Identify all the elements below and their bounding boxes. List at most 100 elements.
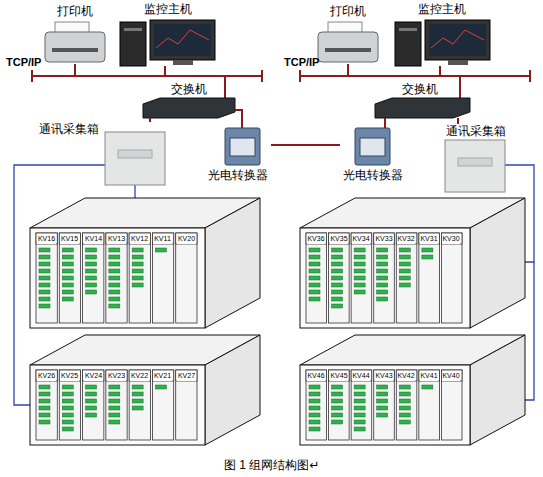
panel-header [396, 233, 417, 244]
cabinet-front [30, 228, 205, 328]
indicator-light [62, 269, 73, 273]
panel-column [152, 370, 173, 440]
indicator-light [377, 276, 388, 280]
indicator-light [309, 262, 320, 266]
free-label: KV43 [375, 371, 393, 381]
panel-column [129, 370, 150, 440]
device-node: 交换机 [370, 82, 470, 118]
indicator-light [377, 385, 388, 389]
indicator-light [109, 406, 120, 410]
indicator-light [332, 276, 343, 280]
monitor-stand [448, 60, 468, 65]
device-label: 打印机 [329, 4, 367, 18]
indicator-light [309, 385, 320, 389]
panel-header [419, 233, 440, 244]
free-label: KV12 [130, 234, 149, 244]
indicator-light [332, 399, 343, 403]
monitor-stand [173, 60, 193, 65]
monitor [150, 20, 215, 60]
panel-header [329, 370, 350, 381]
indicator-light [399, 392, 410, 396]
indicator-light [332, 297, 343, 301]
indicator-light [132, 392, 143, 396]
switch-icon [143, 98, 235, 118]
indicator-light [62, 413, 73, 417]
indicator-light [354, 385, 365, 389]
panel-column [306, 233, 327, 323]
panel-column [83, 370, 104, 440]
device-label: 通讯采集箱 [38, 122, 100, 136]
indicator-light [39, 248, 50, 252]
free-label: KV34 [352, 234, 370, 244]
panel-header [419, 370, 440, 381]
indicator-light [377, 262, 388, 266]
network-link [271, 144, 340, 146]
free-label: KV14 [84, 234, 103, 244]
panel-header [441, 233, 462, 244]
indicator-light [354, 413, 365, 417]
panel-header [374, 233, 395, 244]
screen-curve [431, 30, 484, 48]
network-link [384, 118, 386, 128]
indicator-light [39, 283, 50, 287]
indicator-light [86, 392, 97, 396]
device-label: 交换机 [170, 82, 208, 96]
indicator-light [86, 399, 97, 403]
panel-column [419, 233, 440, 323]
converter-body [225, 128, 260, 165]
box-plate [458, 158, 492, 166]
panel-column [129, 233, 150, 323]
indicator-light [109, 399, 120, 403]
printer-icon [45, 22, 105, 62]
device-node: 光电转换器 [205, 128, 271, 182]
indicator-light [354, 283, 365, 287]
indicator-light [354, 255, 365, 259]
indicator-light [132, 385, 143, 389]
device-label: 光电转换器 [342, 168, 404, 182]
box-plate [118, 150, 152, 158]
indicator-light [109, 385, 120, 389]
indicator-light [377, 269, 388, 273]
panel-column [329, 370, 350, 440]
indicator-light [377, 255, 388, 259]
free-label: KV26 [37, 371, 56, 381]
indicator-light [132, 248, 143, 252]
indicator-light [109, 276, 120, 280]
panel-column [36, 370, 57, 440]
panel-column [396, 370, 417, 440]
indicator-light [399, 406, 410, 410]
indicator-light [86, 262, 97, 266]
device-label: 光电转换器 [207, 168, 269, 182]
network-link [149, 118, 151, 122]
free-label: KV15 [60, 234, 79, 244]
switch-body [143, 98, 235, 118]
panel-header [83, 370, 104, 381]
indicator-light [332, 304, 343, 308]
cabinet-front [30, 365, 205, 445]
collector-box [445, 140, 505, 192]
free-label: KV32 [397, 234, 415, 244]
indicator-light [62, 392, 73, 396]
panel-column [59, 370, 80, 440]
tcpip-bus [300, 70, 530, 82]
free-label: KV13 [107, 234, 126, 244]
monitor [425, 20, 490, 60]
converter-ports [230, 138, 255, 156]
panel-header [396, 370, 417, 381]
indicator-light [354, 262, 365, 266]
panel-column [59, 233, 80, 323]
indicator-light [109, 297, 120, 301]
cabinet-front [300, 365, 470, 445]
panel-column [441, 233, 462, 323]
device-node: 监控主机 [392, 2, 492, 66]
indicator-light [377, 392, 388, 396]
indicator-light [422, 255, 433, 259]
indicator-light [86, 413, 97, 417]
indicator-light [309, 248, 320, 252]
caption: 图 1 组网结构图↵ [224, 458, 319, 473]
cabinet [300, 198, 525, 328]
indicator-light [155, 385, 166, 389]
panel-header [176, 370, 197, 381]
device-node: 交换机 [143, 82, 235, 118]
indicator-light [109, 255, 120, 259]
